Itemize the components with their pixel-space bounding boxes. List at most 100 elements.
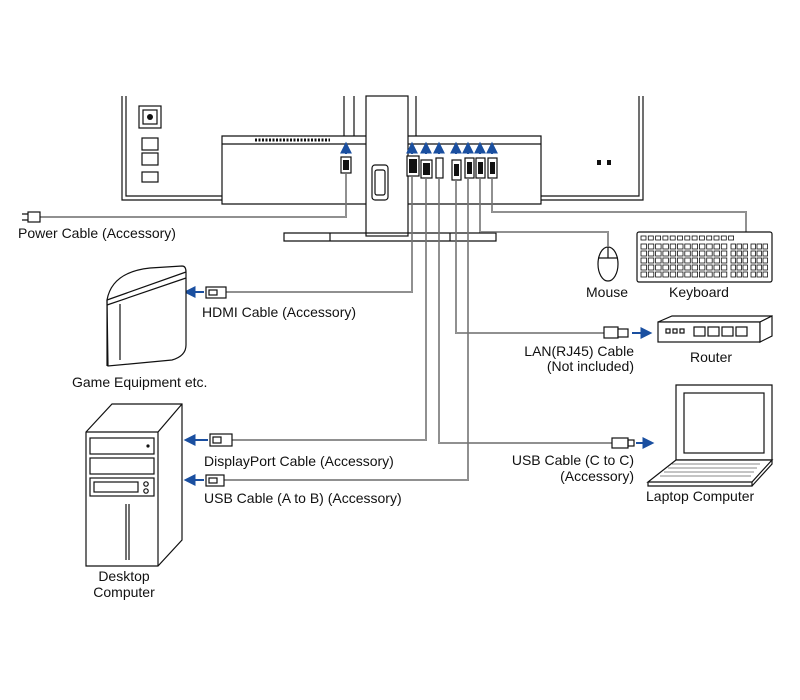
signal-arrow-icon	[183, 286, 655, 486]
keyboard-key	[684, 271, 691, 278]
keyboard-key	[728, 235, 734, 241]
game-equipment-label: Game Equipment etc.	[72, 374, 208, 390]
keyboard-key	[640, 257, 647, 264]
keyboard-key	[713, 257, 720, 264]
keyboard-key	[736, 250, 742, 257]
keyboard-key	[699, 250, 706, 257]
keyboard-key	[640, 271, 647, 278]
keyboard-key	[720, 250, 728, 257]
lan-cable-label-line1: LAN(RJ45) Cable	[524, 343, 634, 359]
keyboard-key	[720, 235, 727, 241]
keyboard-key	[756, 250, 762, 257]
monitor-back-icon	[121, 95, 644, 242]
keyboard-key	[706, 257, 713, 264]
keyboard-key	[647, 235, 654, 241]
game-console-icon	[106, 265, 187, 367]
lan-cable-label-line2: (Not included)	[546, 358, 634, 374]
keyboard-key	[706, 235, 713, 241]
keyboard-key	[640, 235, 647, 241]
keyboard-key	[647, 264, 655, 271]
keyboard-key	[699, 235, 705, 241]
connector-plug-icon	[22, 211, 635, 487]
keyboard-key	[730, 257, 736, 264]
keyboard-key	[677, 264, 684, 271]
keyboard-key	[762, 250, 768, 257]
keyboard-key	[691, 257, 698, 264]
keyboard-key	[662, 250, 669, 257]
keyboard-key	[736, 264, 742, 271]
keyboard-key	[640, 250, 647, 257]
keyboard-key	[742, 250, 748, 257]
hdmi-cable-label: HDMI Cable (Accessory)	[202, 304, 357, 320]
keyboard-key	[647, 271, 655, 278]
keyboard-key	[647, 243, 655, 250]
keyboard-key	[713, 271, 720, 278]
keyboard-key	[655, 250, 662, 257]
desktop-label-line2: Computer	[93, 584, 155, 600]
keyboard-key	[762, 264, 768, 271]
desktop-computer-icon	[85, 403, 183, 567]
keyboard-key	[720, 264, 728, 271]
keyboard-key	[736, 271, 742, 278]
keyboard-key	[669, 257, 677, 264]
keyboard-key	[677, 235, 683, 241]
router-label: Router	[690, 349, 733, 365]
laptop-icon	[646, 384, 774, 487]
keyboard-key	[662, 243, 669, 250]
keyboard-key	[699, 243, 706, 250]
keyboard-key	[750, 257, 756, 264]
keyboard-key	[762, 271, 768, 278]
keyboard-key	[677, 257, 684, 264]
keyboard-key	[750, 250, 756, 257]
keyboard-key	[730, 250, 736, 257]
keyboard-key	[684, 243, 691, 250]
mouse-label: Mouse	[586, 284, 629, 300]
keyboard-key	[677, 271, 684, 278]
keyboard-key	[720, 243, 728, 250]
keyboard-key	[730, 243, 736, 250]
laptop-label: Laptop Computer	[646, 488, 755, 504]
keyboard-key	[691, 235, 698, 241]
keyboard-key	[669, 250, 677, 257]
usb-c-cable-label-line2: (Accessory)	[560, 468, 634, 484]
desktop-label-line1: Desktop	[98, 568, 150, 584]
keyboard-key	[713, 264, 720, 271]
keyboard-key	[706, 264, 713, 271]
cables	[40, 174, 747, 481]
keyboard-key	[691, 271, 698, 278]
keyboard-key	[640, 264, 647, 271]
usb-ab-cable-label: USB Cable (A to B) (Accessory)	[204, 490, 402, 506]
keyboard-key	[742, 271, 748, 278]
keyboard-key	[669, 271, 677, 278]
keyboard-key	[691, 250, 698, 257]
keyboard-key	[750, 271, 756, 278]
keyboard-key	[699, 271, 706, 278]
keyboard-key	[736, 257, 742, 264]
keyboard-key	[736, 243, 742, 250]
keyboard-key	[684, 250, 691, 257]
displayport-cable-label: DisplayPort Cable (Accessory)	[204, 453, 394, 469]
keyboard-key	[699, 264, 706, 271]
keyboard-key	[713, 235, 720, 241]
keyboard-key	[750, 243, 756, 250]
keyboard-key	[742, 243, 748, 250]
keyboard-key	[691, 264, 698, 271]
keyboard-key	[655, 235, 661, 241]
mouse-icon	[597, 246, 619, 282]
keyboard-key	[706, 250, 713, 257]
keyboard-key	[756, 243, 762, 250]
keyboard-key	[684, 235, 691, 241]
keyboard-key	[655, 264, 662, 271]
keyboard-key	[684, 257, 691, 264]
keyboard-key	[756, 264, 762, 271]
keyboard-key	[742, 257, 748, 264]
keyboard-key	[706, 271, 713, 278]
keyboard-key	[720, 271, 728, 278]
keyboard-key	[655, 243, 662, 250]
keyboard-key	[662, 257, 669, 264]
keyboard-key	[720, 257, 728, 264]
keyboard-key	[684, 264, 691, 271]
power-cable-label: Power Cable (Accessory)	[18, 225, 176, 241]
keyboard-key	[662, 235, 669, 241]
keyboard-key	[756, 271, 762, 278]
